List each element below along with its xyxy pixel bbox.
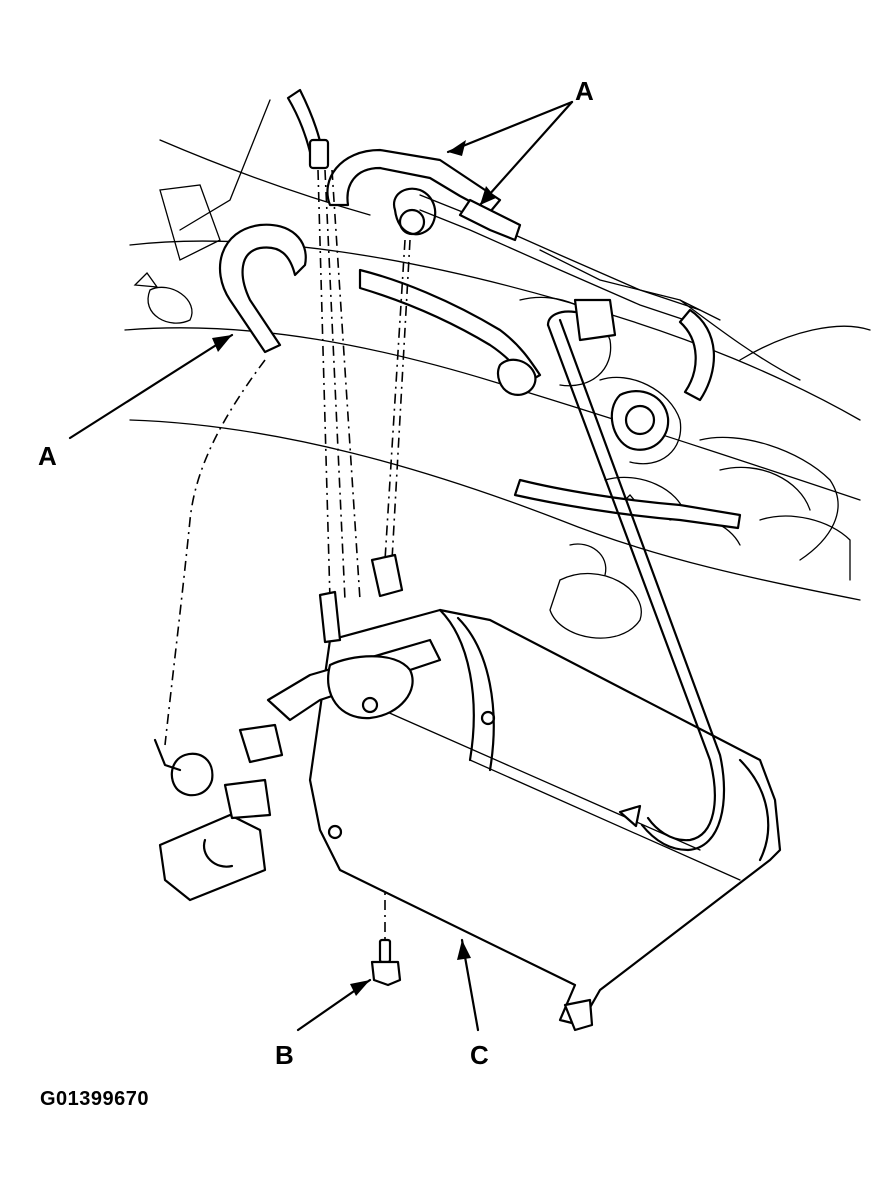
evap-canister [153, 553, 782, 1032]
leader-lines [68, 100, 574, 1032]
figure-id: G01399670 [40, 1088, 150, 1110]
bolt-b [370, 938, 402, 987]
upper-hoses [218, 88, 742, 530]
callout-a-left: A [38, 441, 57, 471]
engine-bay-background [124, 99, 871, 639]
callout-b: B [275, 1040, 294, 1070]
routing-hose [546, 310, 726, 852]
callout-c: C [470, 1040, 489, 1070]
callout-a-top: A [575, 76, 594, 106]
